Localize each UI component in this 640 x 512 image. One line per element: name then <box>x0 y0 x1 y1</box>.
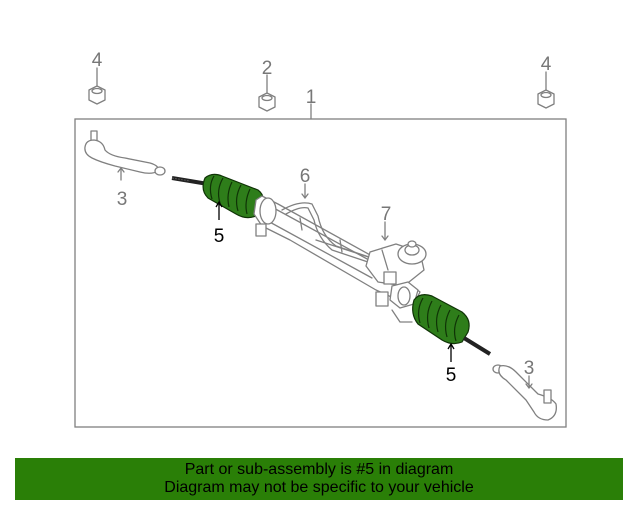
callout-3-right: 3 <box>524 358 535 379</box>
inner-tie-rod-left <box>171 176 209 186</box>
callout-4-left: 4 <box>92 50 103 71</box>
tie-rod-end-right <box>492 364 557 421</box>
callout-2: 2 <box>262 58 273 79</box>
callout-7: 7 <box>381 204 392 225</box>
callout-6: 6 <box>300 166 311 187</box>
notice-line-1: Part or sub-assembly is #5 in diagram <box>184 461 454 478</box>
callout-5-right: 5 <box>446 365 457 386</box>
nut-left <box>88 85 106 105</box>
rack-housing <box>253 195 427 323</box>
tie-rod-end-left <box>84 130 166 181</box>
inner-tie-rod-right <box>462 336 492 356</box>
diagram-notice-banner: Part or sub-assembly is #5 in diagram Di… <box>15 458 623 500</box>
callout-3-left: 3 <box>117 189 128 210</box>
callout-1: 1 <box>306 87 317 108</box>
nut-center <box>258 92 276 112</box>
notice-line-2: Diagram may not be specific to your vehi… <box>164 479 474 496</box>
callout-5-left: 5 <box>214 226 225 247</box>
nut-right <box>537 89 555 109</box>
callout-4-right: 4 <box>541 54 552 75</box>
parts-diagram: 1 2 4 4 3 3 6 7 5 5 <box>74 50 567 428</box>
